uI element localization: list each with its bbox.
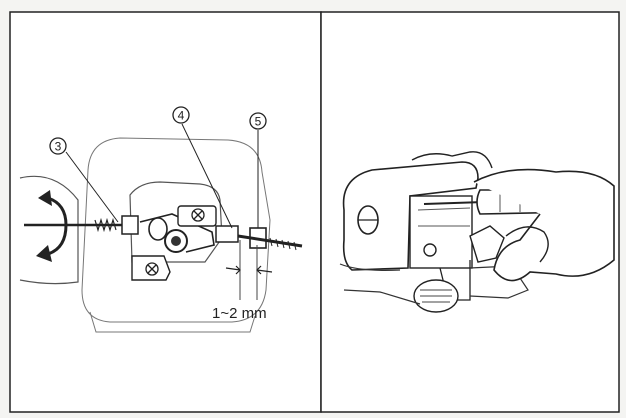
- threaded-end: [237, 234, 303, 248]
- callout-5: 5: [249, 112, 267, 130]
- carburetor-mechanism: [409, 195, 529, 313]
- base-plate: [89, 311, 256, 333]
- leader-4: [181, 123, 233, 229]
- callout-3-label: 3: [55, 140, 62, 154]
- left-panel: 3 4 5 1~2 mm: [9, 11, 322, 413]
- screw-top-icon: [191, 208, 205, 222]
- callout-5-label: 5: [255, 115, 262, 129]
- inner-housing: [129, 181, 223, 263]
- finger: [505, 226, 549, 263]
- callout-4: 4: [172, 106, 190, 124]
- dimension-arrows: [225, 265, 273, 275]
- throttle-lever: [139, 213, 215, 253]
- carburetor-housing: [81, 137, 271, 323]
- leader-3: [65, 151, 119, 223]
- right-panel: [320, 11, 620, 413]
- left-panel-frame: [9, 11, 322, 413]
- engine-base: [339, 263, 421, 305]
- engine-side: [19, 175, 79, 285]
- adjuster-sleeve: [215, 225, 239, 243]
- dimension-label: 1~2 mm: [212, 305, 267, 322]
- throttle-pivot-inner: [171, 236, 181, 246]
- callout-3: 3: [49, 137, 67, 155]
- screw-bottom-icon: [145, 262, 159, 276]
- rotate-arrow-icon: [36, 190, 68, 262]
- thread-marks: [269, 237, 297, 251]
- cable-stop: [121, 215, 139, 235]
- adjust-knob: [148, 217, 168, 241]
- hand: [473, 168, 615, 282]
- housing-top: [411, 151, 493, 169]
- cable-spring: [94, 217, 117, 233]
- callout-4-label: 4: [178, 109, 185, 123]
- handle-housing: [342, 161, 479, 271]
